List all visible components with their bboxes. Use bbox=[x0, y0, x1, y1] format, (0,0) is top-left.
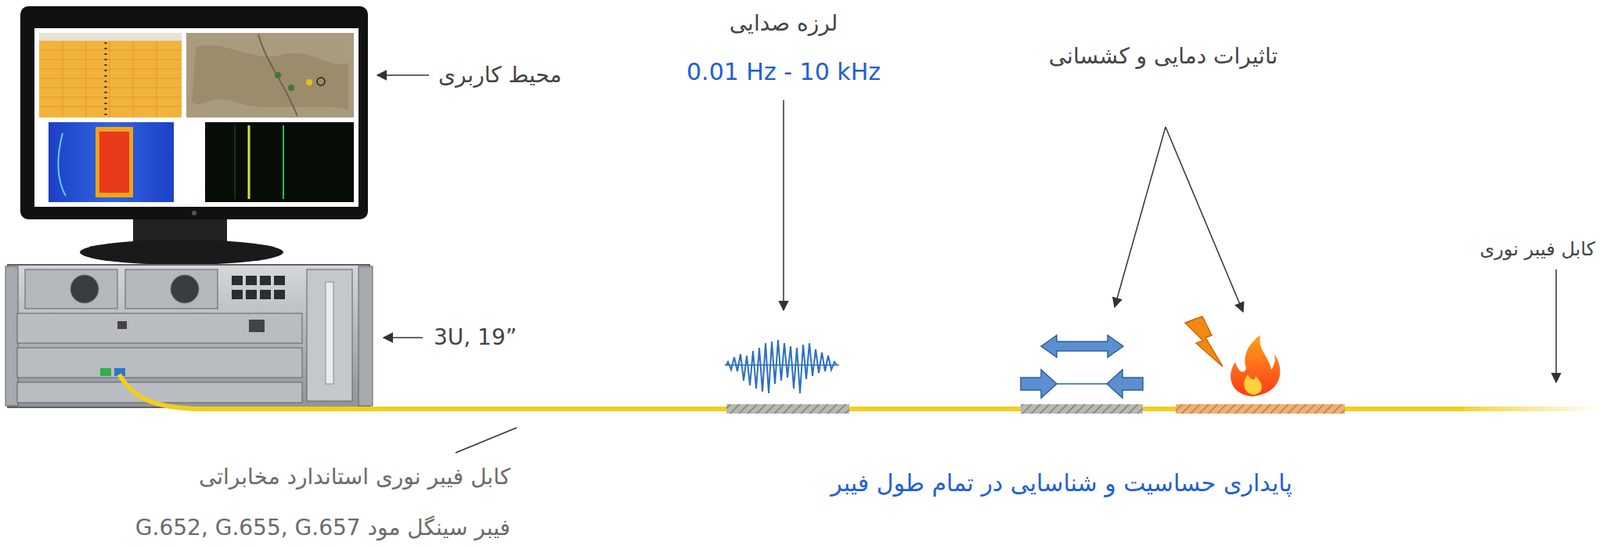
leader-lines bbox=[377, 75, 1557, 453]
card-slot bbox=[17, 313, 303, 343]
compression-line bbox=[1056, 382, 1107, 385]
screen-heatmap-panel bbox=[48, 122, 174, 202]
rack-body bbox=[7, 264, 370, 408]
map-dot bbox=[306, 79, 313, 86]
monitor-screen bbox=[34, 28, 359, 207]
leader-arrow bbox=[782, 100, 785, 310]
sensing-segment bbox=[1020, 403, 1143, 414]
heatmap-bg bbox=[48, 122, 174, 202]
tension-arrow bbox=[1041, 335, 1124, 357]
power-supply bbox=[125, 269, 218, 309]
compression-arrow bbox=[1106, 369, 1143, 398]
flame-core bbox=[1243, 374, 1262, 395]
sensing-segment bbox=[726, 403, 850, 414]
map-dot bbox=[288, 84, 295, 91]
fiber-connector bbox=[100, 367, 112, 376]
panel-trace bbox=[104, 42, 108, 116]
compression-arrow bbox=[1020, 369, 1057, 398]
lightning-bolt bbox=[1185, 316, 1223, 367]
card-slot bbox=[17, 347, 303, 378]
leader-arrow bbox=[1114, 126, 1166, 307]
annotation-label: کابل فیبر نوری استاندارد مخابراتی bbox=[198, 463, 511, 491]
heatmap-trace bbox=[57, 133, 66, 196]
panel-grid bbox=[39, 40, 182, 118]
leader-arrow bbox=[377, 74, 429, 76]
leader-line bbox=[455, 427, 517, 453]
monitor-base bbox=[79, 239, 284, 265]
spectrum-line bbox=[234, 125, 236, 199]
screen-grid-panel bbox=[39, 32, 182, 118]
fan bbox=[70, 274, 99, 303]
rack-ear bbox=[5, 266, 19, 406]
map-marker bbox=[317, 77, 325, 86]
leader-arrow bbox=[1555, 269, 1557, 382]
screen-spectrum-panel bbox=[205, 122, 354, 202]
acoustic-wave bbox=[724, 339, 840, 393]
monitor bbox=[20, 6, 368, 265]
spectrum-line bbox=[248, 125, 251, 199]
annotation-label: لرزه صدایی bbox=[729, 10, 838, 37]
side-handle bbox=[325, 281, 334, 384]
rack-chassis bbox=[5, 264, 373, 408]
annotation-label: 3U, 19” bbox=[433, 324, 517, 351]
card-port bbox=[117, 320, 127, 329]
power-supply bbox=[25, 269, 118, 309]
fiber-cable-end bbox=[1448, 406, 1600, 411]
card-slot bbox=[17, 381, 303, 403]
annotation-label: محیط کاربری bbox=[438, 61, 563, 89]
map-route bbox=[258, 34, 298, 116]
leader-arrow bbox=[383, 336, 423, 339]
map-bg bbox=[186, 32, 354, 118]
rack-ear bbox=[358, 266, 373, 406]
waveform bbox=[726, 339, 837, 393]
monitor-led bbox=[191, 210, 197, 216]
strain-arrows bbox=[1020, 335, 1143, 398]
leader-arrow bbox=[1165, 126, 1244, 312]
annotation-label: کابل فیبر نوری bbox=[1479, 237, 1596, 261]
spectrum-bg bbox=[205, 122, 354, 202]
panel-bg bbox=[39, 32, 182, 118]
map-terrain bbox=[191, 45, 349, 110]
heatmap-hot-border bbox=[95, 126, 134, 198]
monitor-bezel bbox=[20, 6, 368, 220]
screen-map-panel bbox=[186, 32, 354, 118]
heatmap-hot bbox=[99, 131, 130, 193]
annotation-label: پایداری حساسیت و شناسایی در تمام طول فیب… bbox=[830, 468, 1293, 498]
annotation-label: تاثیرات دمایی و کشسانی bbox=[1048, 43, 1278, 70]
thermal-icon bbox=[1185, 316, 1280, 397]
side-module bbox=[306, 269, 353, 401]
card-port bbox=[248, 319, 265, 332]
fan bbox=[170, 274, 199, 303]
flame bbox=[1230, 335, 1280, 397]
map-dot bbox=[274, 72, 282, 79]
spectrum-line bbox=[282, 125, 285, 199]
network-ports bbox=[231, 275, 285, 300]
panel-header bbox=[39, 32, 182, 41]
annotation-label: 0.01 Hz - 10 kHz bbox=[686, 57, 881, 87]
annotation-label: فیبر سینگل مود G.652, G.655, G.657 bbox=[135, 514, 511, 541]
sensing-segment bbox=[1175, 403, 1345, 414]
